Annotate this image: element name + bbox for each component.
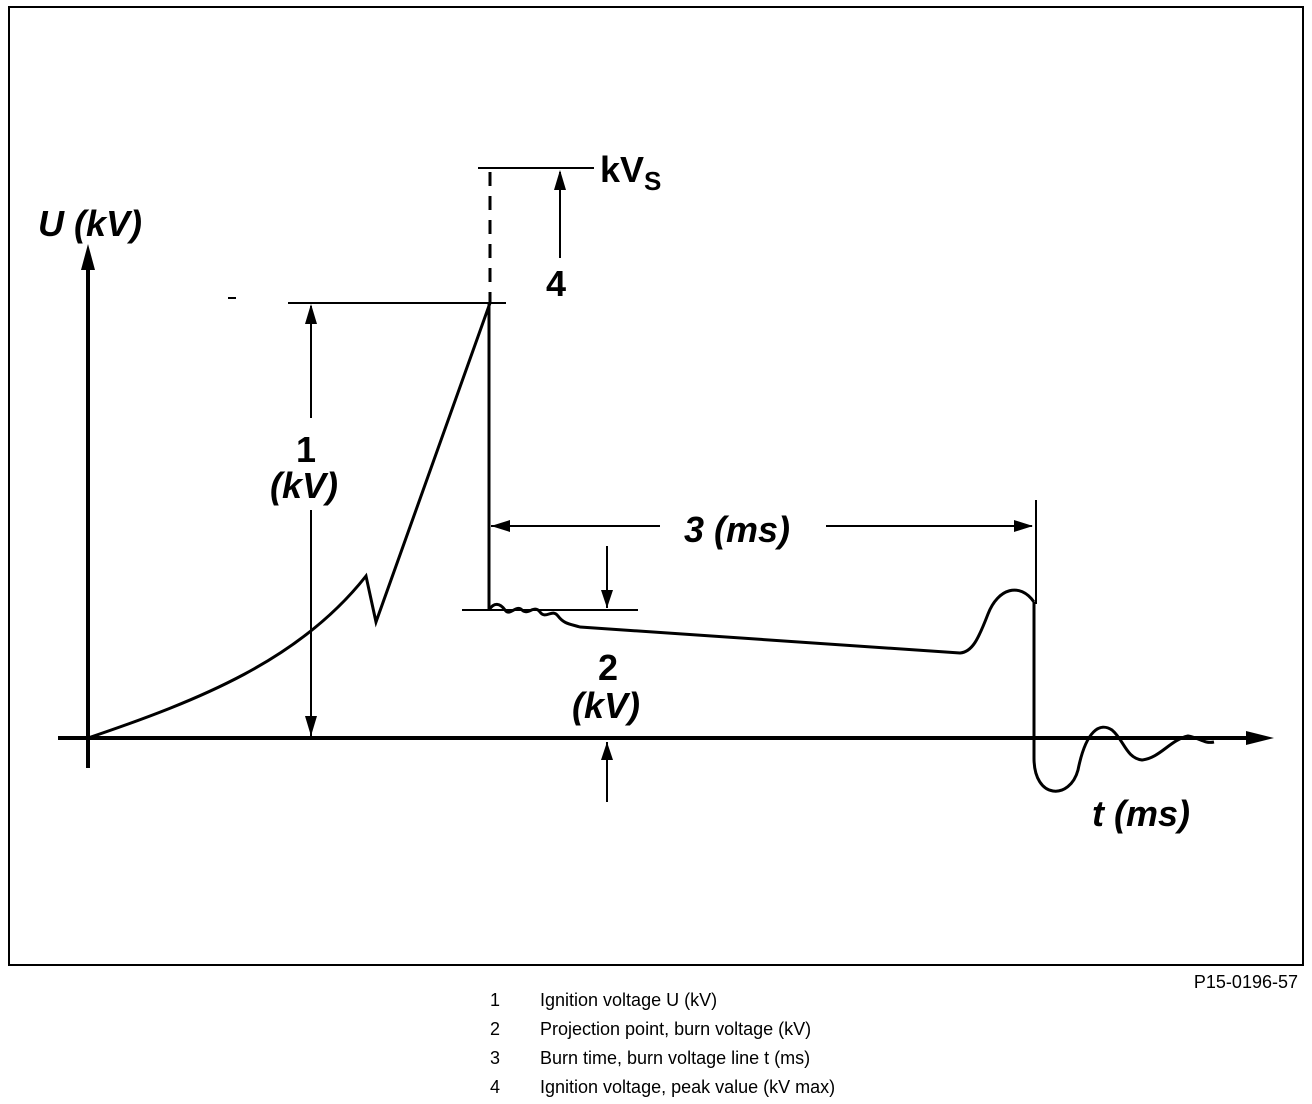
y-axis-arrow-icon — [81, 244, 95, 270]
ignition-unit-label: (kV) — [270, 465, 338, 506]
legend-text: Burn time, burn voltage line t (ms) — [540, 1048, 811, 1068]
legend-number: 1 — [490, 990, 501, 1010]
legend-text: Projection point, burn voltage (kV) — [540, 1019, 812, 1039]
burn-voltage-arrow-up-icon — [601, 742, 613, 760]
figure-code: P15-0196-57 — [1193, 972, 1298, 992]
x-axis-label: t (ms) — [1092, 793, 1190, 834]
burn-voltage-line — [487, 588, 1036, 655]
peak-number-label: 4 — [546, 263, 566, 304]
burn-time-label: 3 (ms) — [684, 509, 790, 550]
legend-number: 2 — [490, 1019, 501, 1039]
legend-text: Ignition voltage U (kV) — [540, 990, 718, 1010]
legend-item: 3 Burn time, burn voltage line t (ms) — [490, 1044, 835, 1073]
legend-item: 1 Ignition voltage U (kV) — [490, 986, 835, 1015]
peak-kv-label: kVS — [600, 149, 661, 196]
peak-arrow-head-icon — [554, 170, 566, 190]
diagram-frame — [8, 6, 1304, 966]
burn-voltage-number-label: 2 — [598, 647, 618, 688]
burn-time-arrow-left-icon — [491, 520, 510, 532]
legend-number: 3 — [490, 1048, 501, 1068]
ignition-arrow-down-icon — [305, 716, 317, 736]
y-axis-label: U (kV) — [38, 203, 142, 244]
decay-oscillation — [1032, 725, 1215, 793]
ignition-arrow-up-icon — [305, 304, 317, 324]
legend-text: Ignition voltage, peak value (kV max) — [540, 1077, 836, 1097]
burn-time-arrow-right-icon — [1014, 520, 1033, 532]
legend-number: 4 — [490, 1077, 501, 1097]
ignition-curve — [87, 302, 492, 740]
ignition-number-label: 1 — [296, 429, 316, 470]
burn-voltage-arrow-down-icon — [601, 590, 613, 608]
legend-item: 4 Ignition voltage, peak value (kV max) — [490, 1073, 835, 1102]
legend-item: 2 Projection point, burn voltage (kV) — [490, 1015, 835, 1044]
legend: 1 Ignition voltage U (kV) 2 Projection p… — [490, 986, 835, 1102]
burn-voltage-unit-label: (kV) — [572, 685, 640, 726]
x-axis-arrow-icon — [1246, 731, 1274, 745]
